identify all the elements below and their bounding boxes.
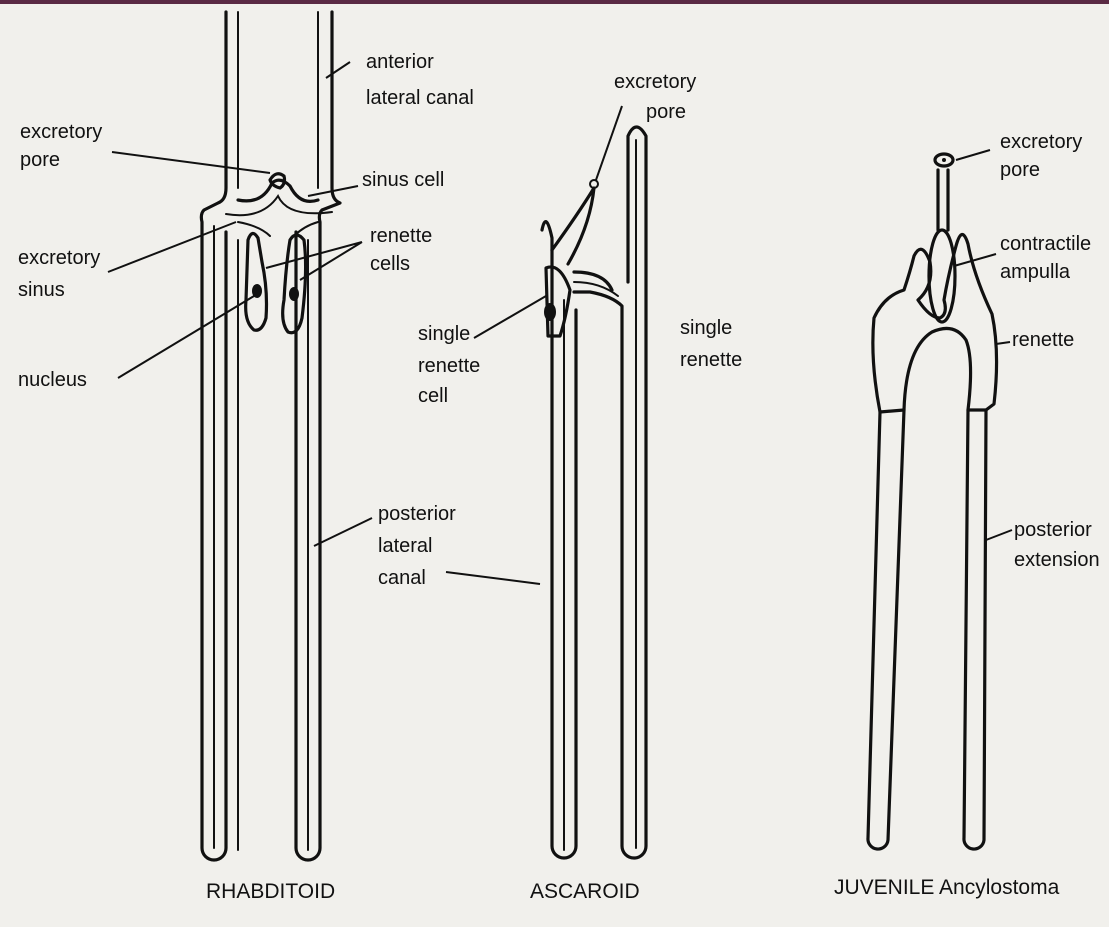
ascaroid-diagram: excretory pore single renette cell singl…: [418, 71, 742, 903]
label-single-renette-cell-2: renette: [418, 355, 480, 377]
label-excretory-pore-right-2: pore: [1000, 159, 1040, 181]
ascaroid-excretory-duct: [552, 188, 594, 264]
ancylostoma-diagram: excretory pore contractile ampulla renet…: [834, 131, 1100, 899]
label-renette-cells-1: renette: [370, 225, 432, 247]
label-posterior-1: posterior: [378, 503, 456, 525]
label-excretory-pore-mid-1: excretory: [614, 71, 696, 93]
rhabditoid-renette-cell-left: [246, 233, 267, 330]
rhabditoid-diagram: anterior lateral canal excretory pore si…: [18, 12, 474, 903]
label-ampulla: ampulla: [1000, 261, 1071, 283]
label-excretory-pore-left-2: pore: [20, 149, 60, 171]
rhabditoid-renette-cell-right: [283, 235, 306, 333]
label-anterior: anterior: [366, 51, 434, 73]
ancylostoma-renette-body: [873, 234, 997, 412]
ascaroid-renette-cell: [546, 267, 570, 336]
label-renette-cells-2: cells: [370, 253, 410, 275]
label-nucleus: nucleus: [18, 369, 87, 391]
rhabditoid-nucleus-right: [289, 287, 299, 301]
label-single-renette-1: single: [680, 317, 732, 339]
ancylostoma-posterior-extension-right: [964, 410, 986, 849]
label-excretory-sinus-2: sinus: [18, 279, 65, 301]
label-single-renette-cell-3: cell: [418, 385, 448, 407]
label-excretory-pore-right-1: excretory: [1000, 131, 1082, 153]
label-posterior-3: canal: [378, 567, 426, 589]
label-sinus-cell: sinus cell: [362, 169, 444, 191]
label-posterior-extension-2: extension: [1014, 549, 1100, 571]
label-excretory-pore-mid-2: pore: [646, 101, 686, 123]
ancylostoma-posterior-extension-left: [868, 410, 904, 849]
label-lateral-canal: lateral canal: [366, 87, 474, 109]
ascaroid-nucleus: [544, 303, 556, 321]
label-excretory-pore-left-1: excretory: [20, 121, 102, 143]
label-posterior-extension-1: posterior: [1014, 519, 1092, 541]
label-excretory-sinus-1: excretory: [18, 247, 100, 269]
caption-ascaroid: ASCAROID: [530, 880, 640, 903]
caption-rhabditoid: RHABDITOID: [206, 880, 335, 903]
label-contractile: contractile: [1000, 233, 1091, 255]
label-single-renette-2: renette: [680, 349, 742, 371]
label-single-renette-cell-1: single: [418, 323, 470, 345]
ancylostoma-contractile-ampulla: [929, 230, 955, 322]
label-renette: renette: [1012, 329, 1074, 351]
caption-juvenile-ancylostoma: JUVENILE Ancylostoma: [834, 876, 1060, 899]
rhabditoid-right-canal-lumen: [308, 12, 318, 850]
label-posterior-2: lateral: [378, 535, 432, 557]
